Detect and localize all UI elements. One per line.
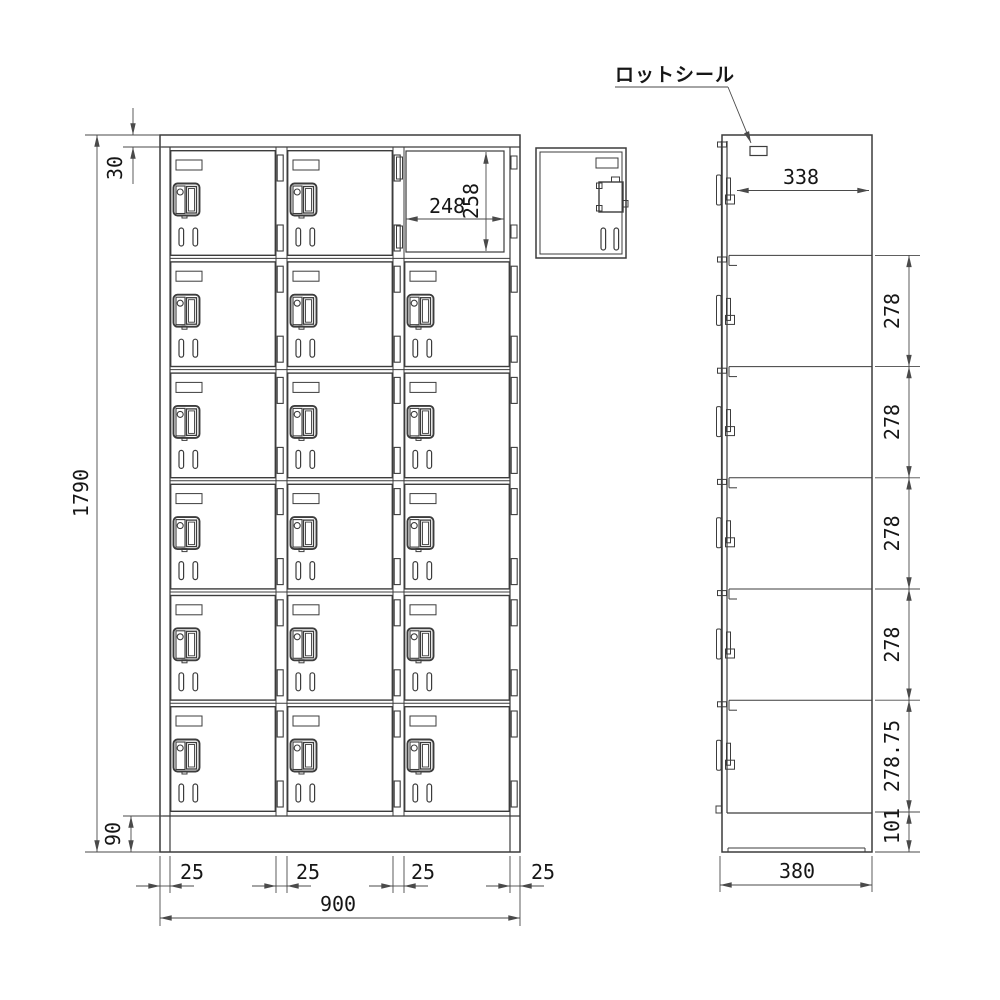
locker-door [286,483,402,590]
locker-door [403,483,519,590]
dim-total-depth: 380 [720,859,872,888]
locker-door [286,260,402,368]
locker-door [169,594,285,702]
locker-door [286,149,402,257]
front-view: 248 258 [69,108,629,926]
door-lock-mechanism [596,176,629,213]
dim-base-side: 101 [880,808,912,852]
dim-text: 25 [296,860,320,884]
dim-text: 25 [180,860,204,884]
dim-text: 90 [101,822,125,846]
locker-door [403,260,519,368]
locker-door [286,705,402,813]
dim-gap-3: 25 [369,860,435,889]
dim-inner-depth: 338 [737,165,869,194]
dim-opening-height: 258 [459,152,489,251]
dim-row-1: 278 [880,255,912,367]
dim-opening-width: 248 [406,194,504,222]
locker-door [169,149,285,257]
lot-seal-callout: ロットシール [615,64,752,144]
name-plate [595,157,619,169]
locker-door [169,705,285,813]
dim-text: 258 [459,183,483,219]
shelf-lines [728,254,872,711]
open-door [535,147,629,259]
dim-text: 278 [880,627,904,663]
dim-text: 380 [779,859,815,883]
dim-text: 278 [880,293,904,329]
dim-text: 1790 [69,469,93,517]
locker-door [403,705,519,813]
vent-slots [600,227,620,251]
locker-door [403,372,519,479]
front-dimensions: 1790 30 90 25 [69,108,555,926]
locker-door [169,372,285,479]
dim-row-4: 278 [880,589,912,701]
dim-text: 25 [411,860,435,884]
lot-seal-label: ロットシール [615,64,735,86]
dim-gap-1: 25 [136,860,204,889]
dim-text: 338 [783,165,819,189]
dim-text: 278.75 [880,720,904,792]
lot-seal-sticker [749,145,768,157]
dim-text: 900 [320,892,356,916]
dim-base-height: 90 [101,816,134,852]
side-outline [721,134,873,853]
dim-total-width: 900 [160,892,520,921]
dim-gap-2: 25 [252,860,320,889]
dim-gap-4: 25 [486,860,555,889]
cabinet-outline [159,134,521,853]
dim-text: 278 [880,404,904,440]
dim-text: 248 [429,194,465,218]
locker-door [403,594,519,702]
open-locker-cell: 248 258 [396,150,518,253]
dim-text: 25 [531,860,555,884]
dim-text: 278 [880,515,904,551]
side-dimensions: 338 278 278 278 278 [719,165,920,892]
locker-door [286,372,402,479]
locker-door [169,483,285,590]
dim-top-rail: 30 [103,108,136,184]
dim-total-height: 1790 [69,135,100,852]
dim-row-3: 278 [880,477,912,589]
dim-row-2: 278 [880,366,912,478]
dim-text: 101 [880,808,904,844]
dim-text: 30 [103,156,127,180]
side-view: 338 278 278 278 278 [615,64,920,892]
dim-row-5: 278.75 [880,700,912,812]
latch-profiles [716,174,735,771]
hinge-ticks [717,141,727,708]
locker-door [169,260,285,368]
locker-door [286,594,402,702]
